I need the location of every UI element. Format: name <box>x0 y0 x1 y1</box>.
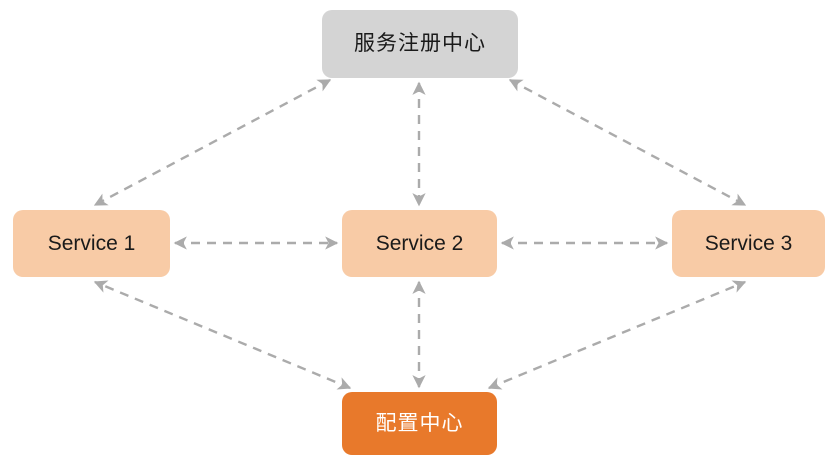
node-service-3[interactable]: Service 3 <box>672 210 825 277</box>
node-service-3-label: Service 3 <box>704 231 793 255</box>
node-config-center-label: 配置中心 <box>375 411 464 435</box>
edge-registry-service1 <box>93 78 332 207</box>
edge-registry-service3 <box>508 78 747 207</box>
node-service-2[interactable]: Service 2 <box>342 210 497 277</box>
node-service-1[interactable]: Service 1 <box>13 210 170 277</box>
node-service-1-label: Service 1 <box>47 231 136 255</box>
node-service-registry-label: 服务注册中心 <box>354 32 486 56</box>
node-service-registry[interactable]: 服务注册中心 <box>322 10 518 78</box>
node-config-center[interactable]: 配置中心 <box>342 392 497 455</box>
edge-config-service1 <box>93 280 352 390</box>
node-service-2-label: Service 2 <box>375 231 464 255</box>
edge-config-service3 <box>487 280 747 390</box>
